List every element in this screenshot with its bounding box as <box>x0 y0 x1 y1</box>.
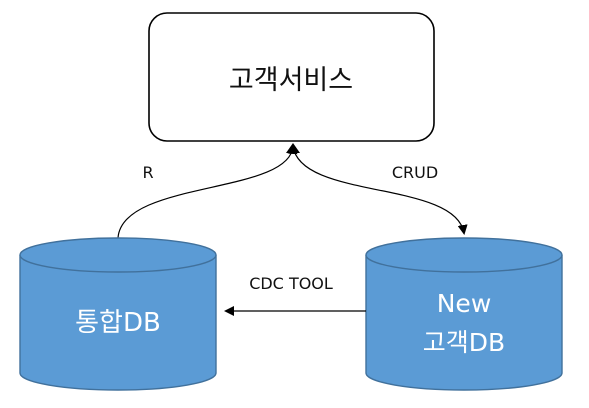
crud-connector <box>292 145 468 235</box>
service-box <box>148 12 435 142</box>
crud-label: CRUD <box>392 163 438 182</box>
cdc-edge: CDC TOOL <box>224 274 366 316</box>
service-node: 고객서비스 <box>148 12 435 142</box>
service-label: 고객서비스 <box>229 65 353 96</box>
integrated-db-label: 통합DB <box>75 308 161 338</box>
read-connector <box>117 144 298 239</box>
new-db-label-line2: 고객DB <box>423 328 505 357</box>
new-db-body <box>365 255 563 391</box>
new-db-label-line1: New <box>437 289 492 318</box>
crud-arrow-up-icon <box>286 143 300 153</box>
integrated-db-node: 통합DB <box>19 237 217 391</box>
integrated-db-body <box>19 255 217 391</box>
integrated-db-top <box>19 237 217 273</box>
cdc-label: CDC TOOL <box>249 274 333 293</box>
new-db-top <box>365 237 563 273</box>
read-edge: R <box>117 144 298 239</box>
new-db-node: New 고객DB <box>365 237 563 391</box>
crud-edge: CRUD <box>286 143 468 235</box>
read-label: R <box>142 163 153 182</box>
